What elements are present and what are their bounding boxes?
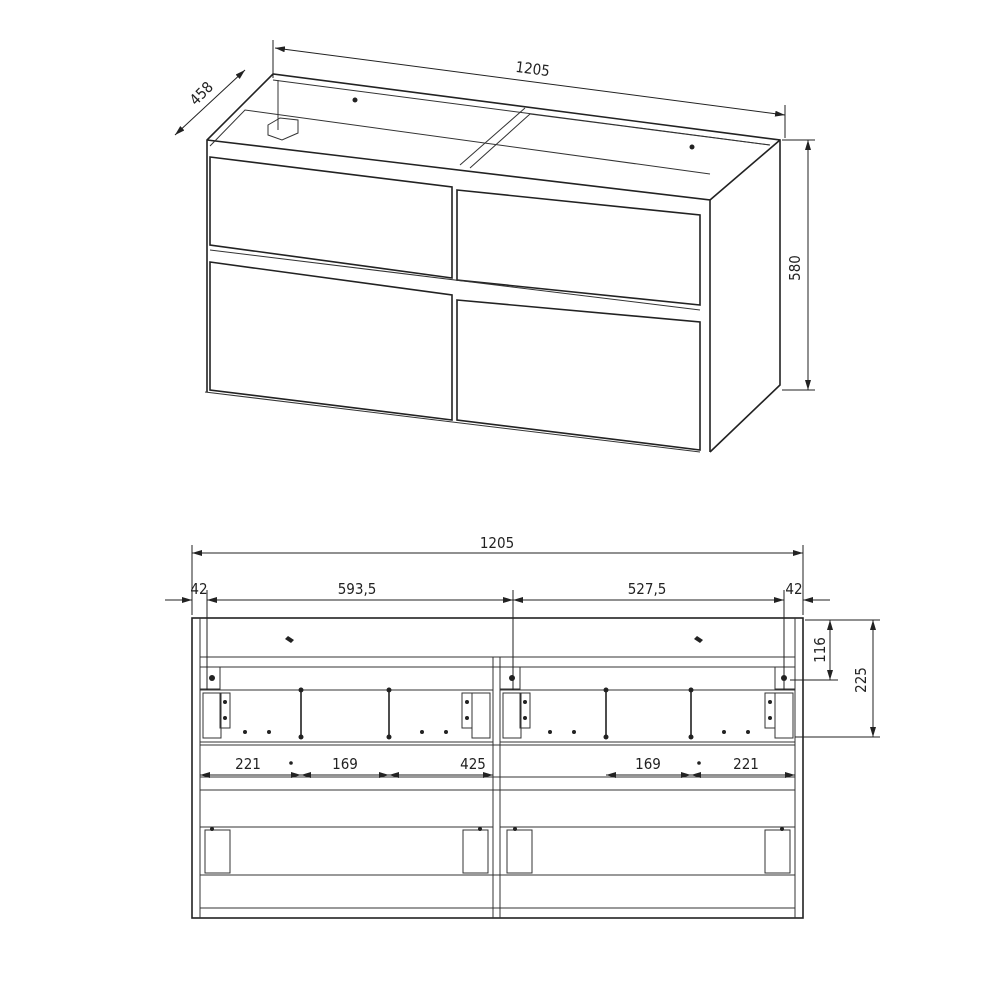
iso-depth-label: 458	[186, 78, 217, 109]
cabinet-body	[204, 73, 781, 453]
bottom-label-4: 169	[635, 755, 661, 773]
bottom-label-3: 425	[460, 755, 486, 773]
bottom-label-5: 221	[733, 755, 759, 773]
left-panel-label: 42	[190, 580, 207, 598]
front-view: 1205 42 593,5 527,5 42 116 225 221	[165, 534, 880, 919]
drawer-top-right	[456, 189, 701, 306]
lower-drawer-boxes	[199, 826, 796, 876]
front-dimensions: 1205 42 593,5 527,5 42 116 225 221	[165, 534, 880, 778]
right-panel-label: 42	[785, 580, 802, 598]
drawer-bottom-right	[456, 299, 701, 451]
isometric-view: 1205 458 580	[174, 40, 815, 453]
iso-dimensions: 1205 458 580	[174, 40, 815, 391]
iso-height-label: 580	[786, 255, 804, 281]
iso-width-label: 1205	[514, 58, 550, 80]
bottom-label-1: 221	[235, 755, 261, 773]
drawer-top-left	[209, 156, 453, 279]
hole-height-label: 116	[811, 637, 829, 663]
rail-height-label: 225	[852, 667, 870, 693]
hinge-bracket	[267, 117, 299, 141]
upper-drawer-boxes	[199, 666, 796, 765]
drawer-bottom-left	[209, 261, 453, 421]
front-width-label: 1205	[480, 534, 514, 552]
right-span-label: 527,5	[628, 580, 667, 598]
bottom-label-2: 169	[332, 755, 358, 773]
left-span-label: 593,5	[338, 580, 377, 598]
drawer-fronts	[209, 156, 701, 451]
